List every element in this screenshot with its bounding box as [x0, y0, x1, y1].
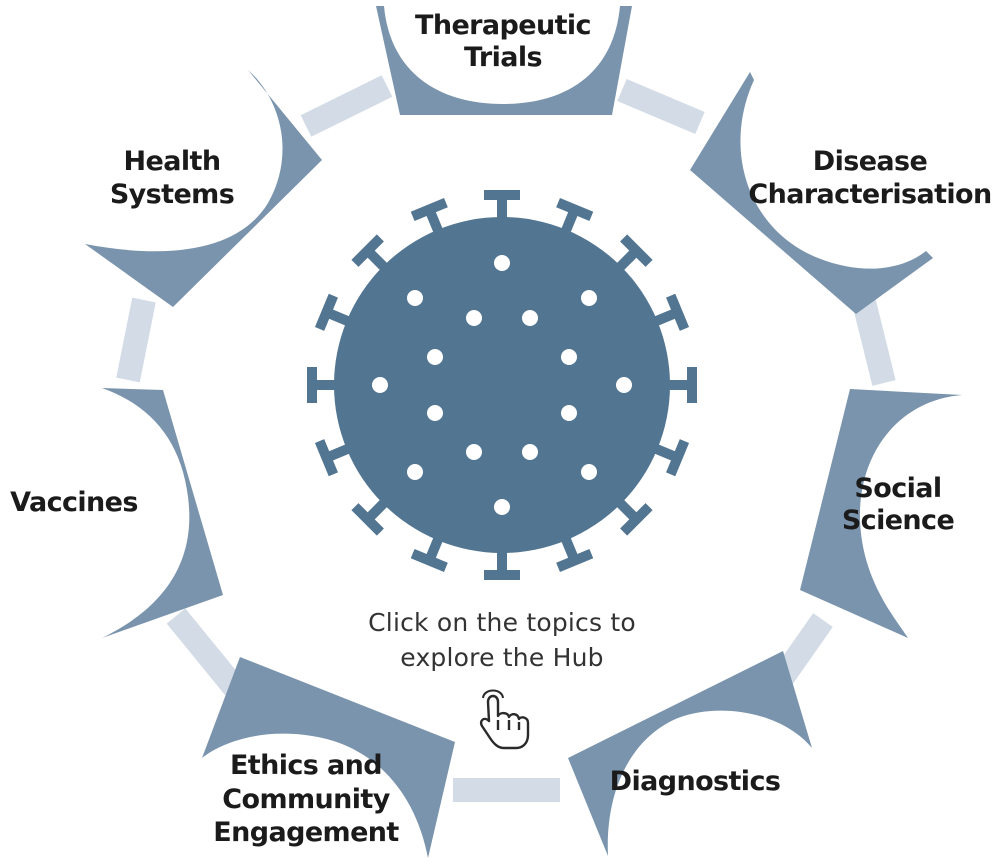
- virus-spike-cap: [351, 234, 384, 267]
- instruction-line-2: explore the Hub: [400, 643, 603, 672]
- virus-dot: [616, 377, 632, 393]
- virus-dot: [581, 290, 597, 306]
- virus-spike-cap: [410, 197, 448, 221]
- virus-spike-cap: [314, 293, 338, 331]
- topic-ethics-line-3: Engagement: [213, 817, 399, 848]
- disease-characterisation-shape[interactable]: [690, 72, 933, 314]
- ethics-community-engagement-shape[interactable]: [202, 657, 455, 858]
- topic-social-science-line-2: Science: [842, 505, 954, 536]
- health-systems-shape[interactable]: [85, 70, 322, 307]
- topic-disease-characterisation-line-1: Disease: [813, 146, 927, 177]
- topic-disease-characterisation-line-2: Characterisation: [748, 179, 991, 210]
- ring-segment: [300, 75, 393, 137]
- topic-health-systems-line-1: Health: [124, 146, 221, 177]
- topic-disease-characterisation[interactable]: Disease Characterisation: [748, 146, 992, 210]
- topic-vaccines[interactable]: Vaccines: [10, 487, 138, 518]
- ring-segment: [116, 297, 156, 383]
- coronavirus-icon: [307, 190, 697, 580]
- virus-dot: [522, 444, 538, 460]
- social-science-shape[interactable]: [800, 389, 962, 638]
- ring-segment: [617, 78, 705, 135]
- topic-social-science[interactable]: Social Science: [842, 473, 955, 536]
- virus-spike-cap: [666, 293, 690, 331]
- virus-spike-cap: [351, 503, 384, 536]
- virus-dot: [407, 464, 423, 480]
- virus-dot: [427, 349, 443, 365]
- topic-health-systems-line-2: Systems: [110, 179, 234, 210]
- virus-dot: [427, 405, 443, 421]
- topic-ethics-line-2: Community: [222, 784, 390, 815]
- virus-dot: [466, 444, 482, 460]
- hand-pointer-icon: [479, 689, 530, 750]
- virus-spike-cap: [556, 197, 594, 221]
- virus-dot: [581, 464, 597, 480]
- virus-spike-cap: [620, 503, 653, 536]
- ring-segment: [166, 608, 248, 700]
- topic-therapeutic-trials-line-2: Trials: [464, 42, 542, 73]
- topic-therapeutic-trials-line-1: Therapeutic: [415, 10, 591, 41]
- virus-spike-cap: [620, 234, 653, 267]
- virus-dot: [522, 310, 538, 326]
- topic-diagnostics[interactable]: Diagnostics: [610, 766, 781, 797]
- virus-spike-cap: [556, 549, 594, 573]
- virus-dot: [494, 499, 510, 515]
- diagnostics-shape[interactable]: [568, 651, 812, 856]
- virus-dot: [466, 310, 482, 326]
- topic-ethics-community-engagement[interactable]: Ethics and Community Engagement: [213, 750, 400, 848]
- virus-dot: [494, 255, 510, 271]
- virus-spike-cap: [410, 549, 448, 573]
- topic-diagnostics-line-1: Diagnostics: [610, 766, 781, 797]
- vaccines-shape[interactable]: [102, 388, 223, 638]
- topic-social-science-line-1: Social: [854, 473, 941, 504]
- topic-shapes: [85, 6, 962, 858]
- virus-dot: [561, 349, 577, 365]
- connecting-ring: [116, 75, 896, 802]
- virus-spike-cap: [314, 439, 338, 477]
- instruction-line-1: Click on the topics to: [368, 608, 636, 637]
- topic-health-systems[interactable]: Health Systems: [110, 146, 235, 210]
- topic-ethics-line-1: Ethics and: [230, 750, 382, 781]
- virus-dot: [561, 405, 577, 421]
- virus-spike-cap: [666, 439, 690, 477]
- ring-segment: [851, 295, 896, 386]
- virus-dot: [372, 377, 388, 393]
- therapeutic-trials-shape[interactable]: [376, 6, 632, 115]
- topic-therapeutic-trials[interactable]: Therapeutic Trials: [415, 10, 592, 73]
- virus-dot: [407, 290, 423, 306]
- topic-vaccines-line-1: Vaccines: [10, 487, 138, 518]
